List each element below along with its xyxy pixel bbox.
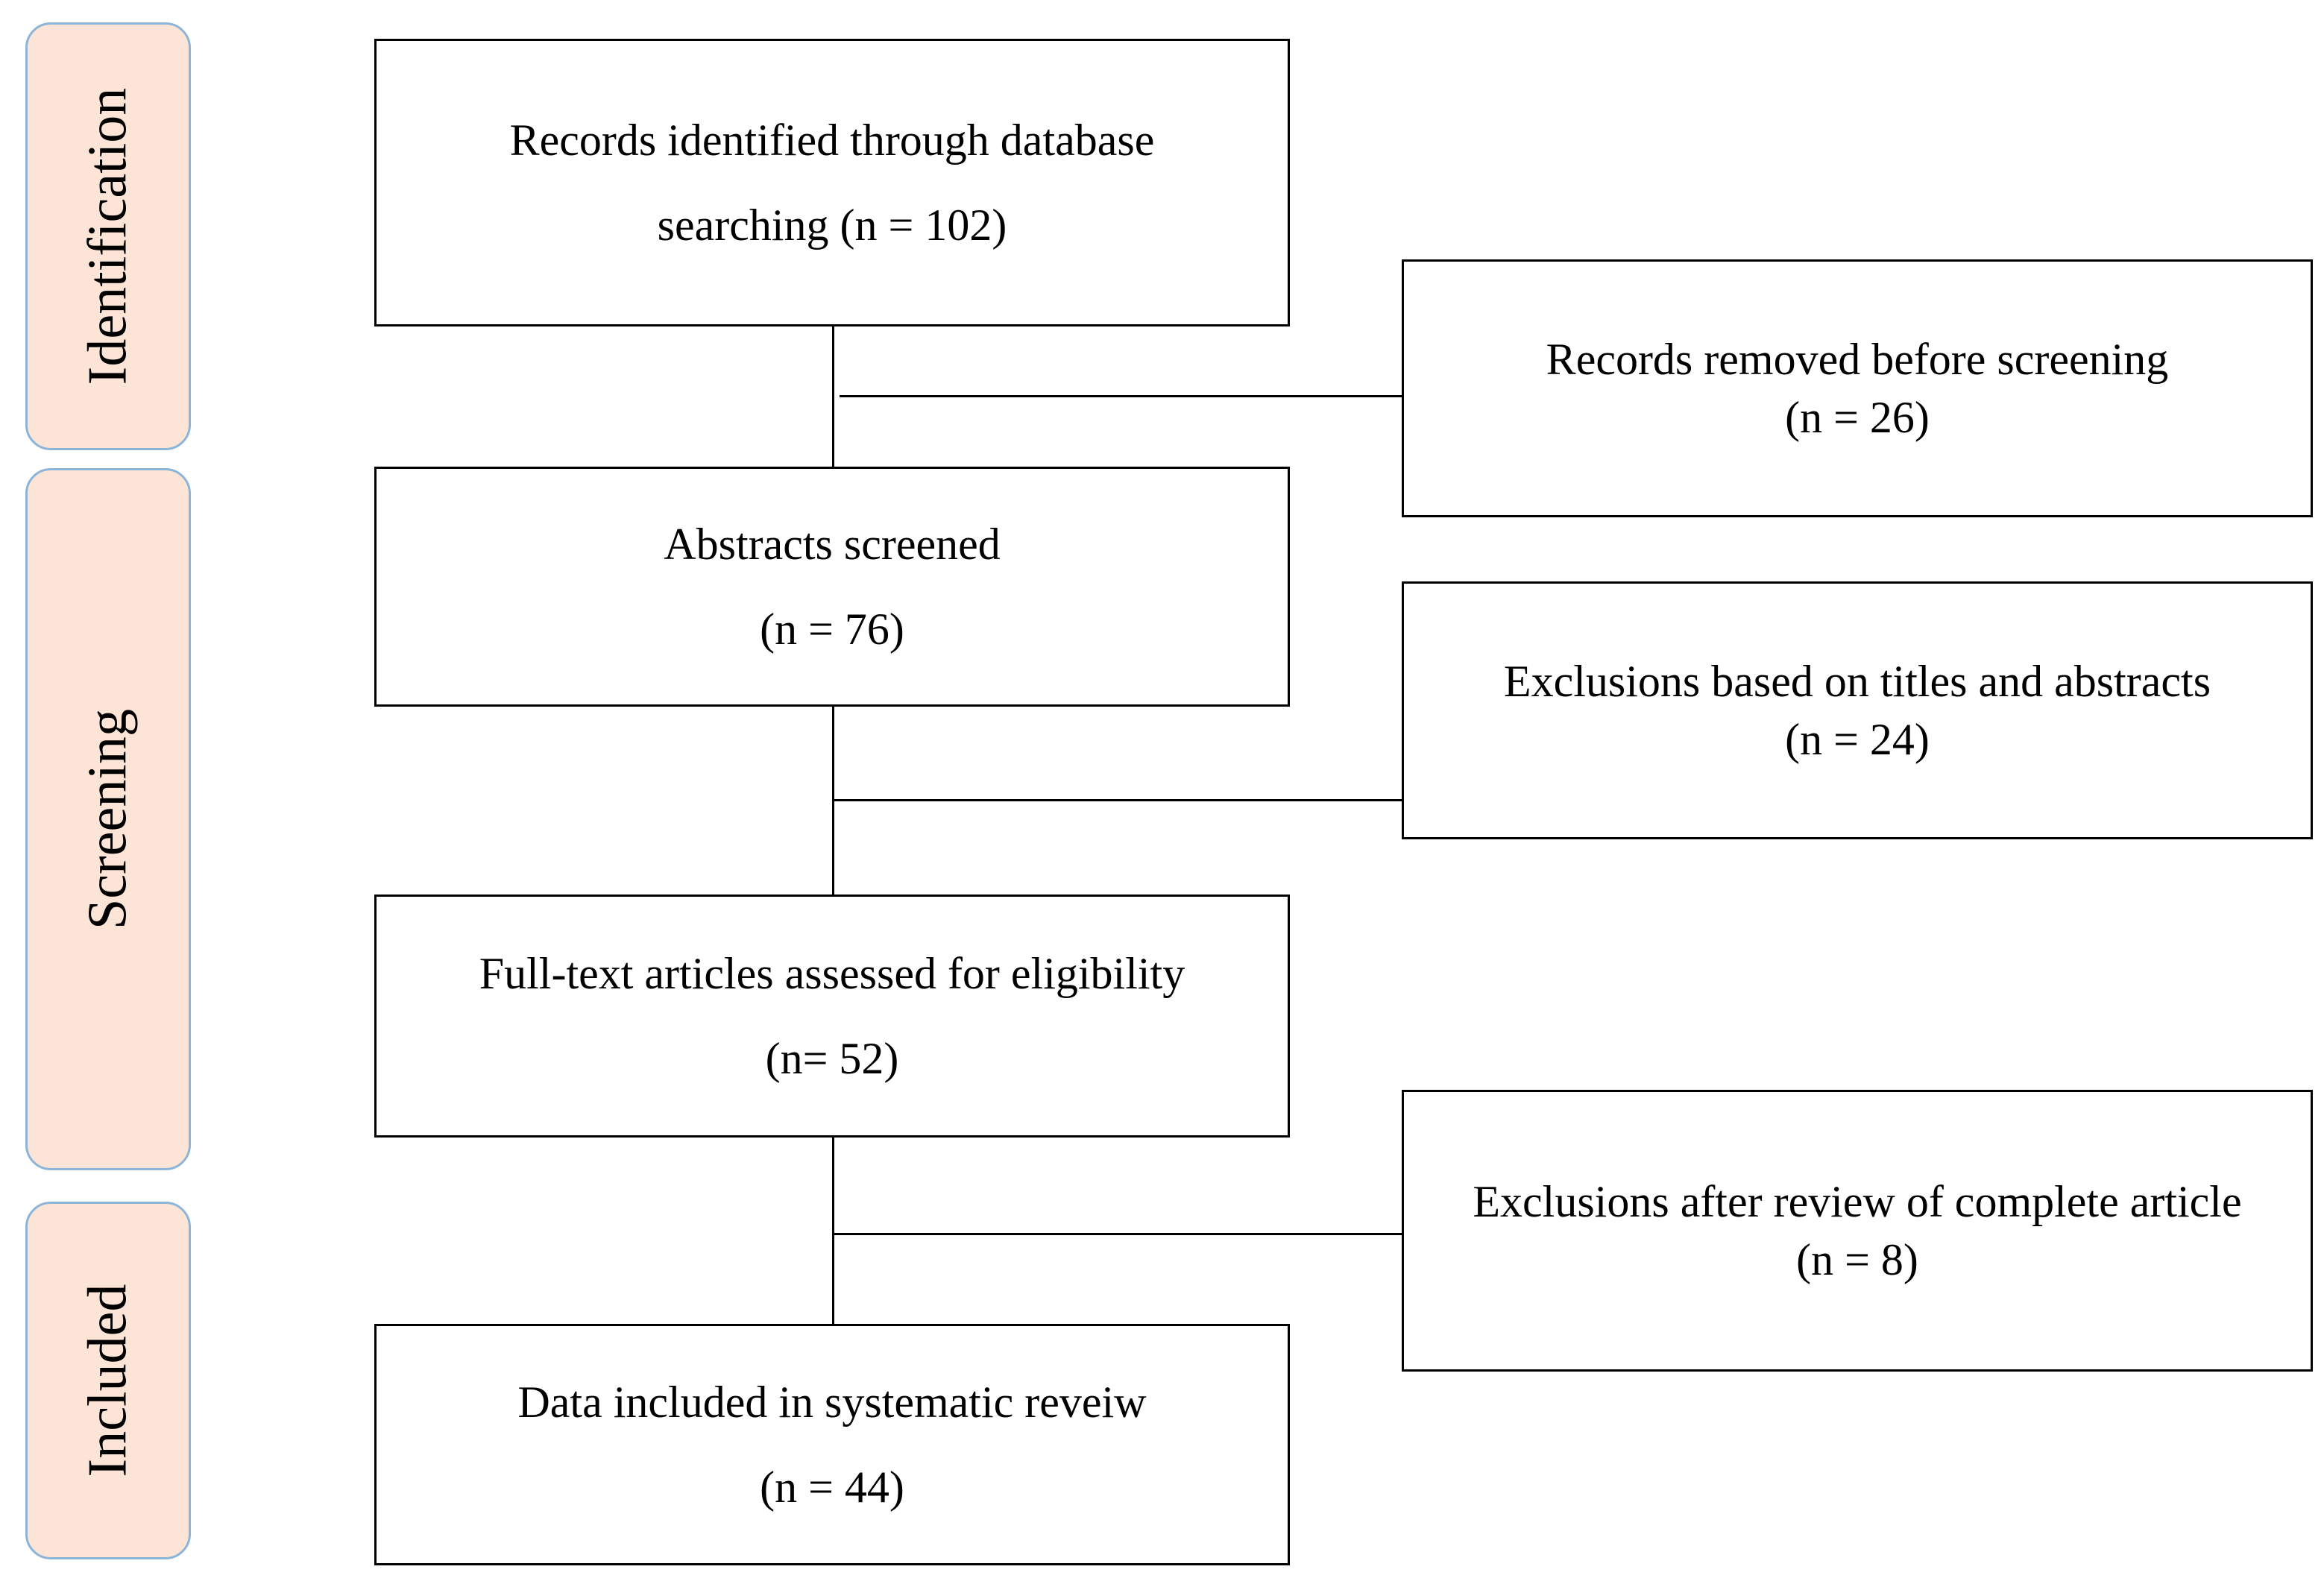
box-exclusions-titles-abstracts-text: Exclusions based on titles and abstracts (1503, 657, 2211, 706)
box-records-identified: Records identified through database sear… (374, 39, 1290, 326)
connector-to-excl-review (832, 1233, 1402, 1235)
box-data-included-count: (n = 44) (760, 1463, 904, 1512)
box-exclusions-after-review: Exclusions after review of complete arti… (1402, 1090, 2313, 1372)
box-records-identified-count: searching (n = 102) (657, 201, 1007, 250)
box-records-removed-text: Records removed before screening (1546, 335, 2169, 384)
box-fulltext-assessed: Full-text articles assessed for eligibil… (374, 895, 1290, 1138)
phase-screening-label: Screening (77, 709, 139, 930)
phase-identification-label: Identification (77, 87, 139, 385)
box-exclusions-titles-abstracts-count: (n = 24) (1785, 715, 1930, 764)
box-exclusions-after-review-text: Exclusions after review of complete arti… (1473, 1177, 2242, 1226)
box-data-included: Data included in systematic reveiw (n = … (374, 1324, 1290, 1565)
box-records-removed-count: (n = 26) (1785, 393, 1930, 442)
box-abstracts-screened-text: Abstracts screened (664, 520, 1001, 569)
box-records-identified-text: Records identified through database (509, 116, 1155, 165)
connector-to-removed (840, 395, 1402, 397)
phase-included: Included (25, 1202, 191, 1559)
box-exclusions-after-review-count: (n = 8) (1796, 1235, 1918, 1284)
box-fulltext-assessed-count: (n= 52) (765, 1034, 899, 1083)
connector-to-excl-titles (832, 799, 1402, 801)
box-fulltext-assessed-text: Full-text articles assessed for eligibil… (479, 949, 1185, 998)
phase-included-label: Included (77, 1284, 139, 1477)
phase-screening: Screening (25, 468, 191, 1170)
box-records-removed: Records removed before screening (n = 26… (1402, 259, 2313, 517)
box-exclusions-titles-abstracts: Exclusions based on titles and abstracts… (1402, 581, 2313, 839)
box-abstracts-screened: Abstracts screened (n = 76) (374, 467, 1290, 707)
connector-identified-abstracts (832, 326, 834, 467)
box-abstracts-screened-count: (n = 76) (760, 605, 904, 654)
box-data-included-text: Data included in systematic reveiw (517, 1378, 1147, 1427)
phase-identification: Identification (25, 22, 191, 450)
connector-fulltext-included (832, 1136, 834, 1325)
